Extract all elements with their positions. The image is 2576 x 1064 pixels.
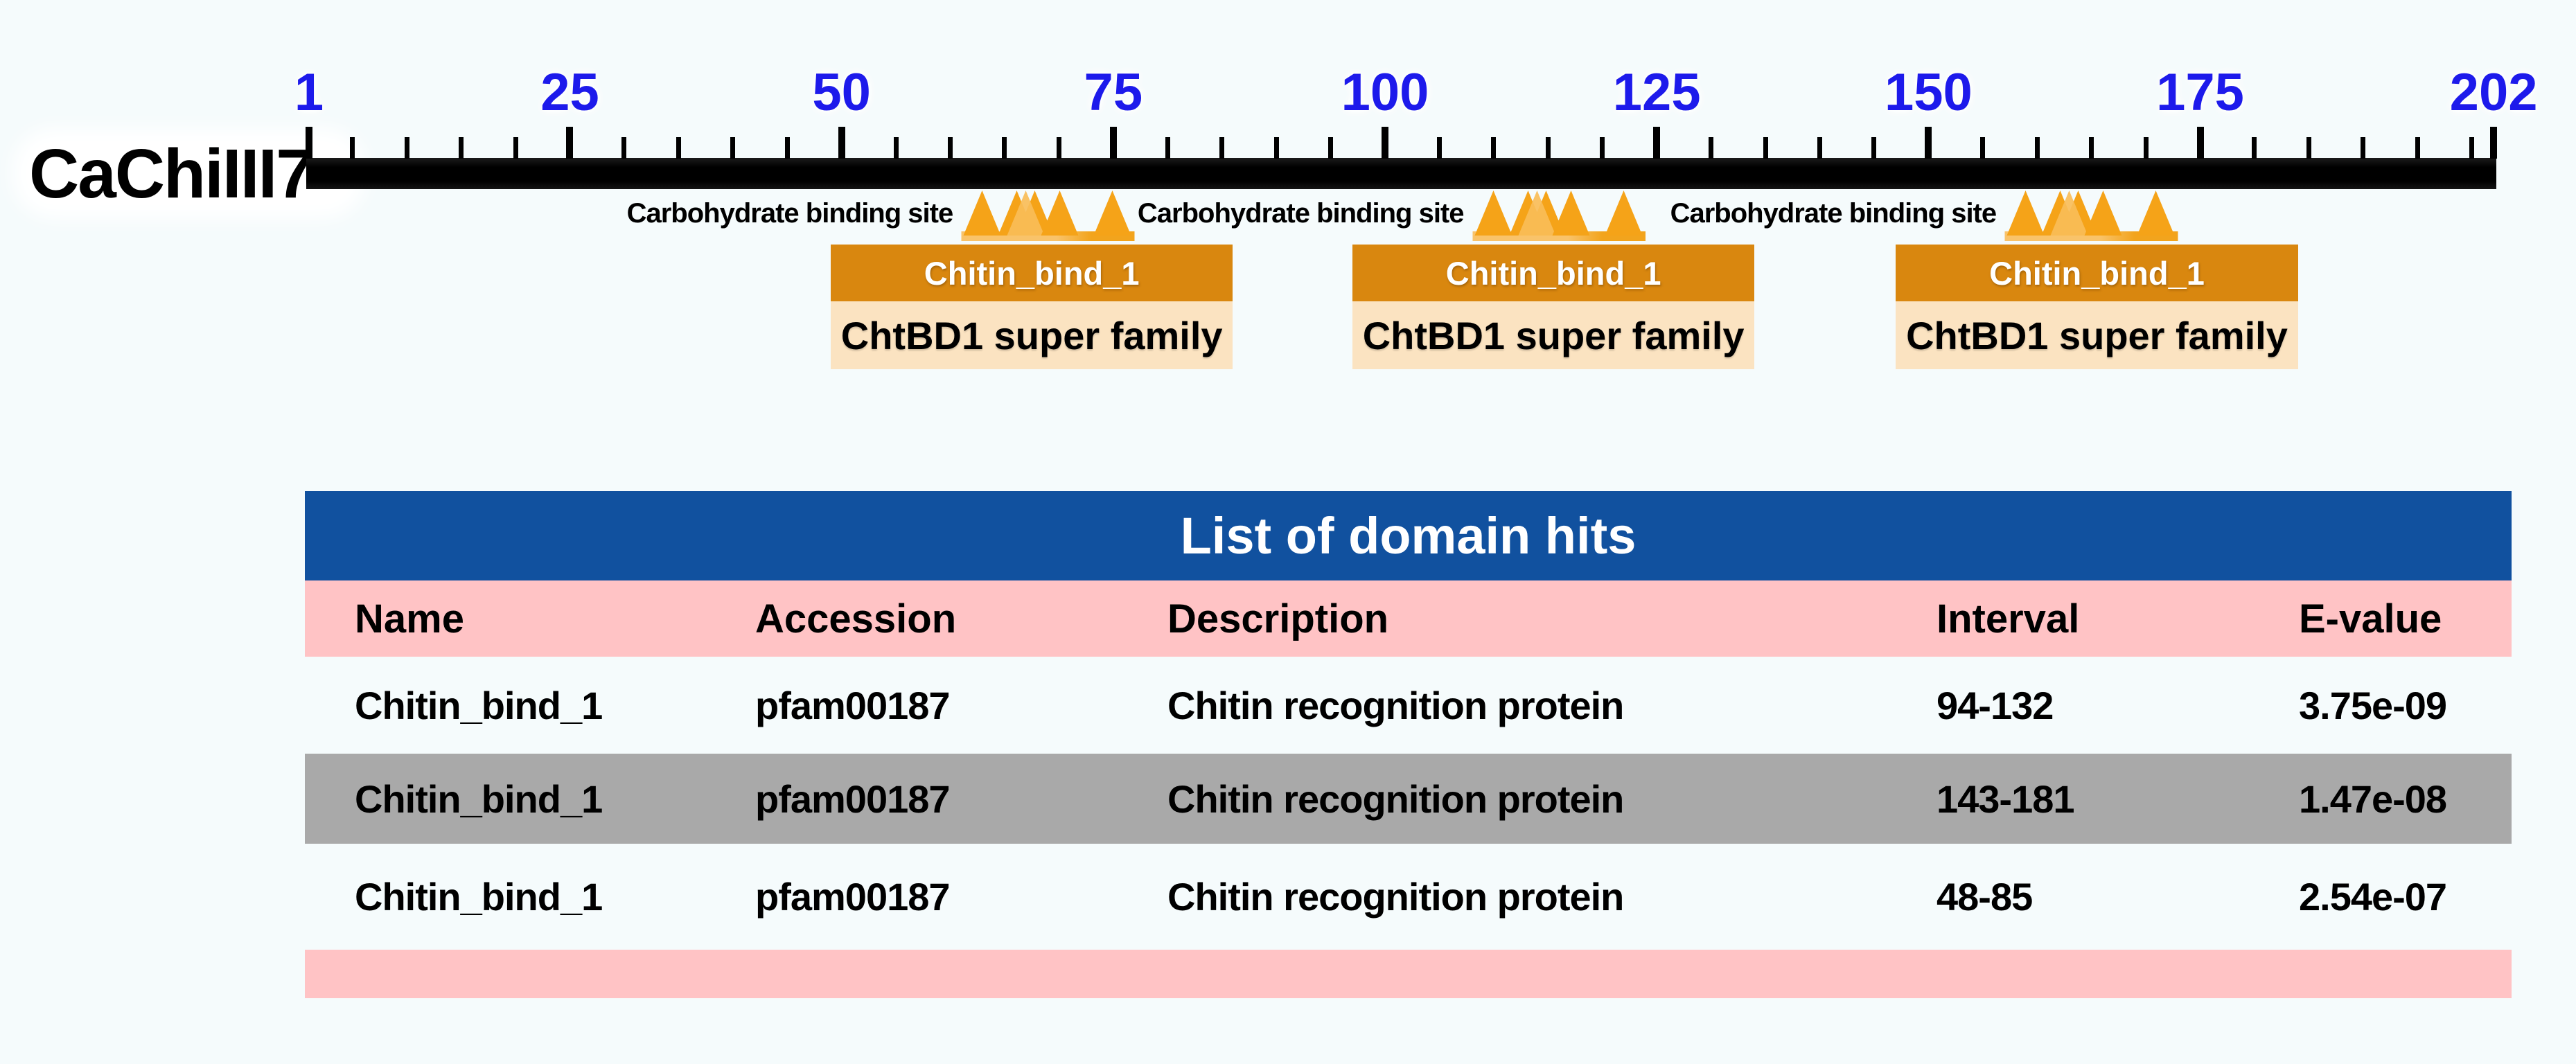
cell-e-value: 2.54e-07: [2299, 875, 2447, 919]
ruler-minor-tick: [1056, 137, 1061, 159]
table-row[interactable]: Chitin_bind_1 pfam00187 Chitin recognition…: [305, 754, 2512, 844]
sequence-name: CaChiIII7: [29, 135, 315, 213]
ruler-minor-tick: [893, 137, 899, 159]
ruler-tick-label: 100: [1341, 63, 1429, 122]
cell-description: Chitin recognition protein: [1167, 875, 1624, 919]
ruler-minor-tick: [1600, 137, 1605, 159]
cell-interval: 143-181: [1937, 777, 2075, 821]
superfamily-box-chtbd1[interactable]: ChtBD1 super family: [1896, 301, 2298, 369]
ruler-minor-tick: [730, 137, 736, 159]
superfamily-box-chtbd1[interactable]: ChtBD1 super family: [1352, 301, 1755, 369]
column-header-interval: Interval: [1937, 596, 2080, 641]
cell-accession: pfam00187: [755, 777, 951, 821]
ruler-major-tick: [1382, 127, 1388, 159]
ruler-major-tick: [838, 127, 845, 159]
table-title: List of domain hits: [305, 491, 2512, 580]
column-header-e-value: E-value: [2299, 596, 2442, 641]
superfamily-box-chtbd1[interactable]: ChtBD1 super family: [830, 301, 1233, 369]
ruler-minor-tick: [2469, 137, 2475, 159]
ruler-minor-tick: [1165, 137, 1170, 159]
cell-interval: 94-132: [1937, 683, 2054, 727]
ruler-minor-tick: [2089, 137, 2094, 159]
binding-site-triangles[interactable]: [961, 188, 1135, 241]
ruler-minor-tick: [1763, 137, 1768, 159]
ruler-tick-label: 150: [1884, 63, 1973, 122]
cell-description: Chitin recognition protein: [1167, 683, 1624, 727]
ruler-minor-tick: [1328, 137, 1334, 159]
ruler-minor-tick: [948, 137, 953, 159]
table-row[interactable]: Chitin_bind_1 pfam00187 Chitin recognition…: [305, 844, 2512, 950]
ruler-minor-tick: [2034, 137, 2040, 159]
cell-name[interactable]: Chitin_bind_1: [355, 683, 603, 727]
ruler-major-tick: [1925, 127, 1932, 159]
ruler-tick-label: 75: [1084, 63, 1143, 122]
ruler-minor-tick: [2306, 137, 2311, 159]
ruler-minor-tick: [784, 137, 790, 159]
ruler-minor-tick: [513, 137, 518, 159]
ruler-minor-tick: [676, 137, 681, 159]
ruler-minor-tick: [2252, 137, 2257, 159]
table-row[interactable]: Chitin_bind_1 pfam00187 Chitin recognition…: [305, 657, 2512, 754]
binding-site-label: Carbohydrate binding site: [1137, 198, 1465, 229]
table-header-row: Name Accession Description Interval E-value: [305, 580, 2512, 657]
ruler-tick-label: 25: [540, 63, 599, 122]
ruler-tick-label: 50: [812, 63, 871, 122]
cell-accession: pfam00187: [755, 683, 951, 727]
ruler-minor-tick: [1436, 137, 1442, 159]
column-header-description: Description: [1167, 596, 1389, 641]
column-header-name: Name: [355, 596, 464, 641]
domain-box-chitin-bind-1[interactable]: Chitin_bind_1: [1352, 245, 1755, 301]
ruler-minor-tick: [1219, 137, 1225, 159]
ruler-tick-label: 202: [2449, 63, 2538, 122]
ruler-minor-tick: [2361, 137, 2366, 159]
ruler-minor-tick: [1545, 137, 1551, 159]
ruler-minor-tick: [2415, 137, 2420, 159]
cell-e-value: 1.47e-08: [2299, 777, 2447, 821]
ruler-minor-tick: [621, 137, 627, 159]
ruler-minor-tick: [2143, 137, 2149, 159]
ruler-minor-tick: [1871, 137, 1877, 159]
ruler-minor-tick: [350, 137, 355, 159]
ruler-minor-tick: [1817, 137, 1822, 159]
sequence-ruler-bar: [306, 158, 2496, 189]
cell-name[interactable]: Chitin_bind_1: [355, 875, 603, 919]
binding-site-label: Carbohydrate binding site: [626, 198, 954, 229]
ruler-minor-tick: [1980, 137, 1986, 159]
domain-box-chitin-bind-1[interactable]: Chitin_bind_1: [830, 245, 1233, 301]
ruler-tick-label: 125: [1612, 63, 1701, 122]
cell-description: Chitin recognition protein: [1167, 777, 1624, 821]
table-footer-band: [305, 950, 2512, 998]
ruler-major-tick: [566, 127, 574, 159]
ruler-minor-tick: [1002, 137, 1007, 159]
cell-e-value: 3.75e-09: [2299, 683, 2447, 727]
ruler-minor-tick: [459, 137, 464, 159]
cell-accession: pfam00187: [755, 875, 951, 919]
ruler-major-tick: [2490, 127, 2498, 159]
ruler-major-tick: [2196, 127, 2204, 159]
ruler-tick-label: 175: [2156, 63, 2244, 122]
ruler-tick-label: 1: [294, 63, 324, 122]
binding-site-triangles[interactable]: [2004, 188, 2178, 241]
ruler-minor-tick: [1709, 137, 1714, 159]
ruler-major-tick: [1109, 127, 1117, 159]
cell-name[interactable]: Chitin_bind_1: [355, 777, 603, 821]
ruler-minor-tick: [1273, 137, 1279, 159]
ruler-major-tick: [1653, 127, 1661, 159]
cell-interval: 48-85: [1937, 875, 2033, 919]
domain-box-chitin-bind-1[interactable]: Chitin_bind_1: [1896, 245, 2298, 301]
ruler-minor-tick: [404, 137, 409, 159]
binding-site-label: Carbohydrate binding site: [1670, 198, 1997, 229]
binding-site-triangles[interactable]: [1472, 188, 1646, 241]
column-header-accession: Accession: [755, 596, 957, 641]
ruler-major-tick: [306, 127, 312, 159]
ruler-minor-tick: [1491, 137, 1497, 159]
